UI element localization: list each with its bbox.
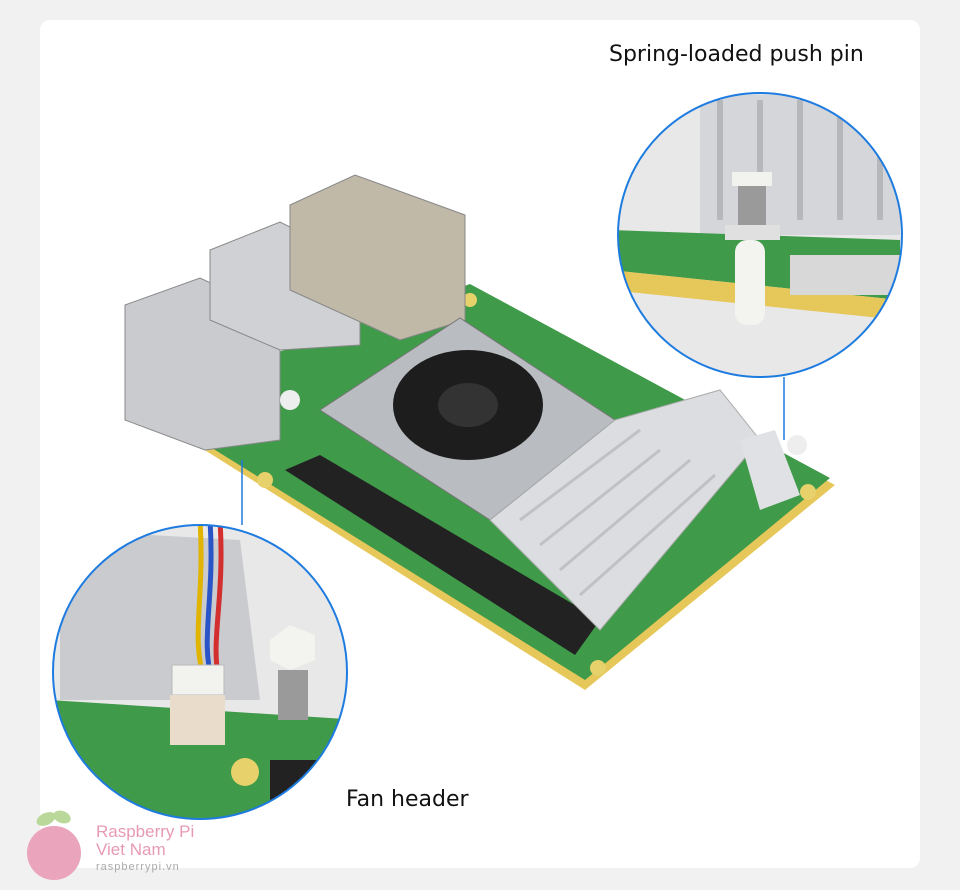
gpio-header bbox=[285, 455, 600, 655]
ethernet-port bbox=[289, 174, 466, 341]
usb-ports bbox=[124, 221, 361, 451]
fan-header-inset bbox=[52, 524, 348, 820]
watermark-line2: Viet Nam bbox=[96, 840, 166, 859]
fan-header-label: Fan header bbox=[346, 787, 469, 812]
heatsink bbox=[280, 389, 807, 631]
watermark-line1: Raspberry Pi bbox=[96, 822, 195, 841]
watermark-url: raspberrypi.vn bbox=[96, 861, 180, 873]
raspberry-logo-icon bbox=[27, 810, 81, 880]
fan bbox=[319, 317, 616, 521]
watermark: Raspberry Pi Viet Nam raspberrypi.vn bbox=[14, 805, 214, 885]
push-pin-label: Spring-loaded push pin bbox=[609, 42, 864, 67]
push-pin-inset bbox=[617, 92, 903, 378]
